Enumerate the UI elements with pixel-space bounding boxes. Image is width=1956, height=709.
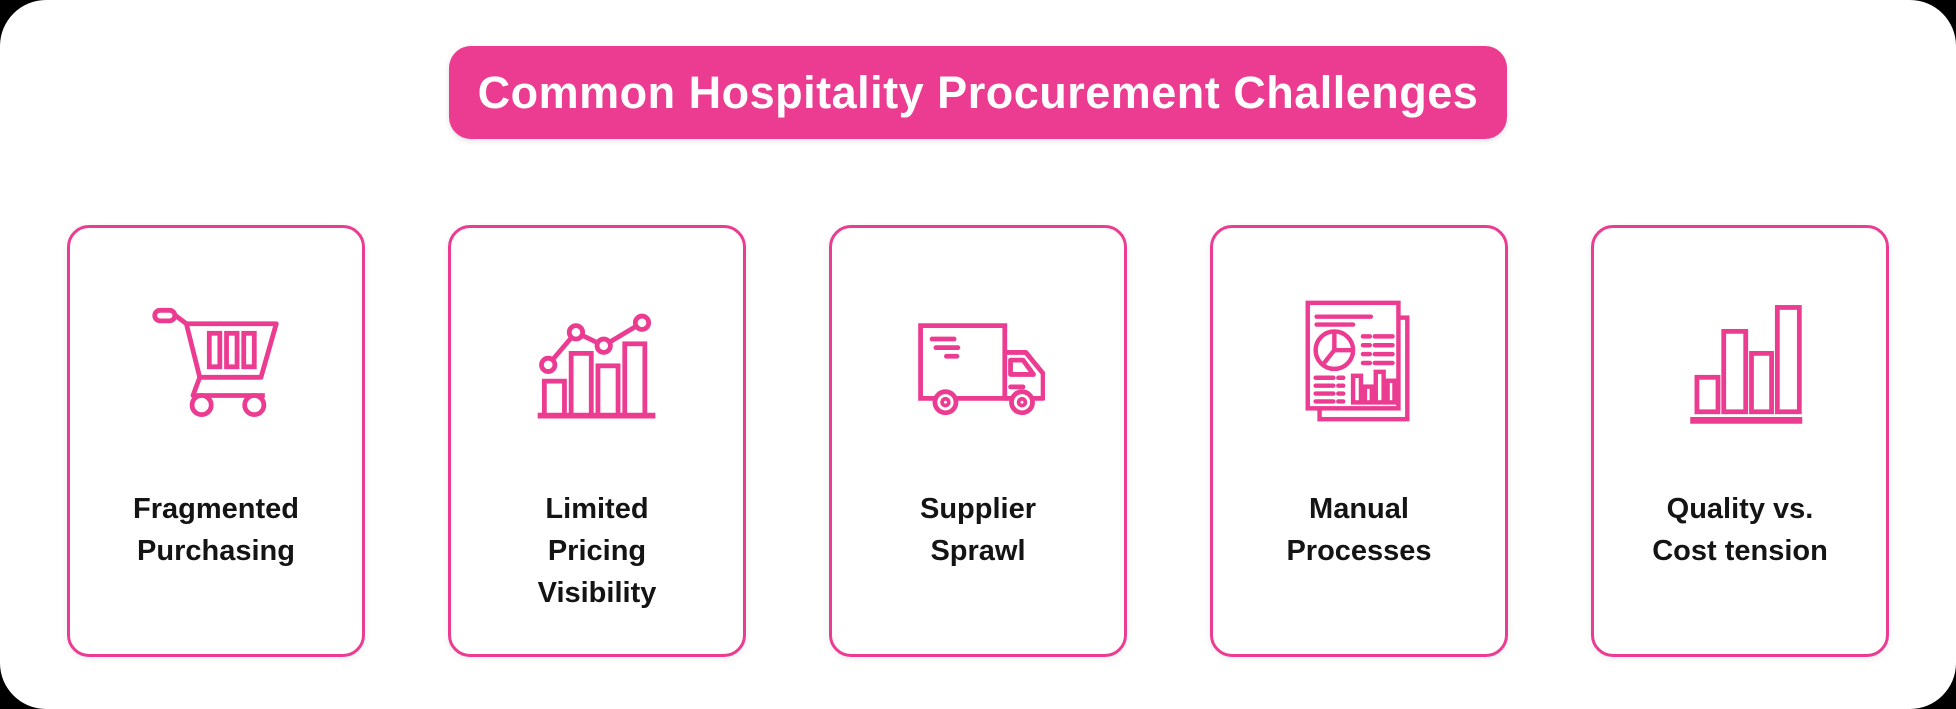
card-fragmented-purchasing: Fragmented Purchasing bbox=[67, 225, 365, 657]
card-manual-processes: Manual Processes bbox=[1210, 225, 1508, 657]
card-label: Fragmented Purchasing bbox=[133, 493, 299, 567]
report-document-icon bbox=[1290, 286, 1428, 438]
title-banner: Common Hospitality Procurement Challenge… bbox=[449, 46, 1507, 139]
card-label: Limited Pricing Visibility bbox=[537, 493, 657, 609]
growth-bar-chart-icon bbox=[1673, 286, 1807, 438]
card-quality-vs-cost-tension: Quality vs. Cost tension bbox=[1591, 225, 1889, 657]
shopping-cart-icon bbox=[149, 286, 283, 438]
page-title: Common Hospitality Procurement Challenge… bbox=[477, 66, 1479, 118]
card-supplier-sprawl: Supplier Sprawl bbox=[829, 225, 1127, 657]
card-limited-pricing-visibility: Limited Pricing Visibility bbox=[448, 225, 746, 657]
card-label: Manual Processes bbox=[1286, 493, 1432, 567]
card-label: Supplier Sprawl bbox=[919, 493, 1036, 567]
delivery-truck-icon bbox=[911, 286, 1045, 438]
card-label: Quality vs. Cost tension bbox=[1652, 493, 1828, 567]
challenge-cards-row: Fragmented Purchasing Limited Pricin bbox=[0, 225, 1956, 657]
trend-bar-chart-icon bbox=[530, 286, 664, 438]
